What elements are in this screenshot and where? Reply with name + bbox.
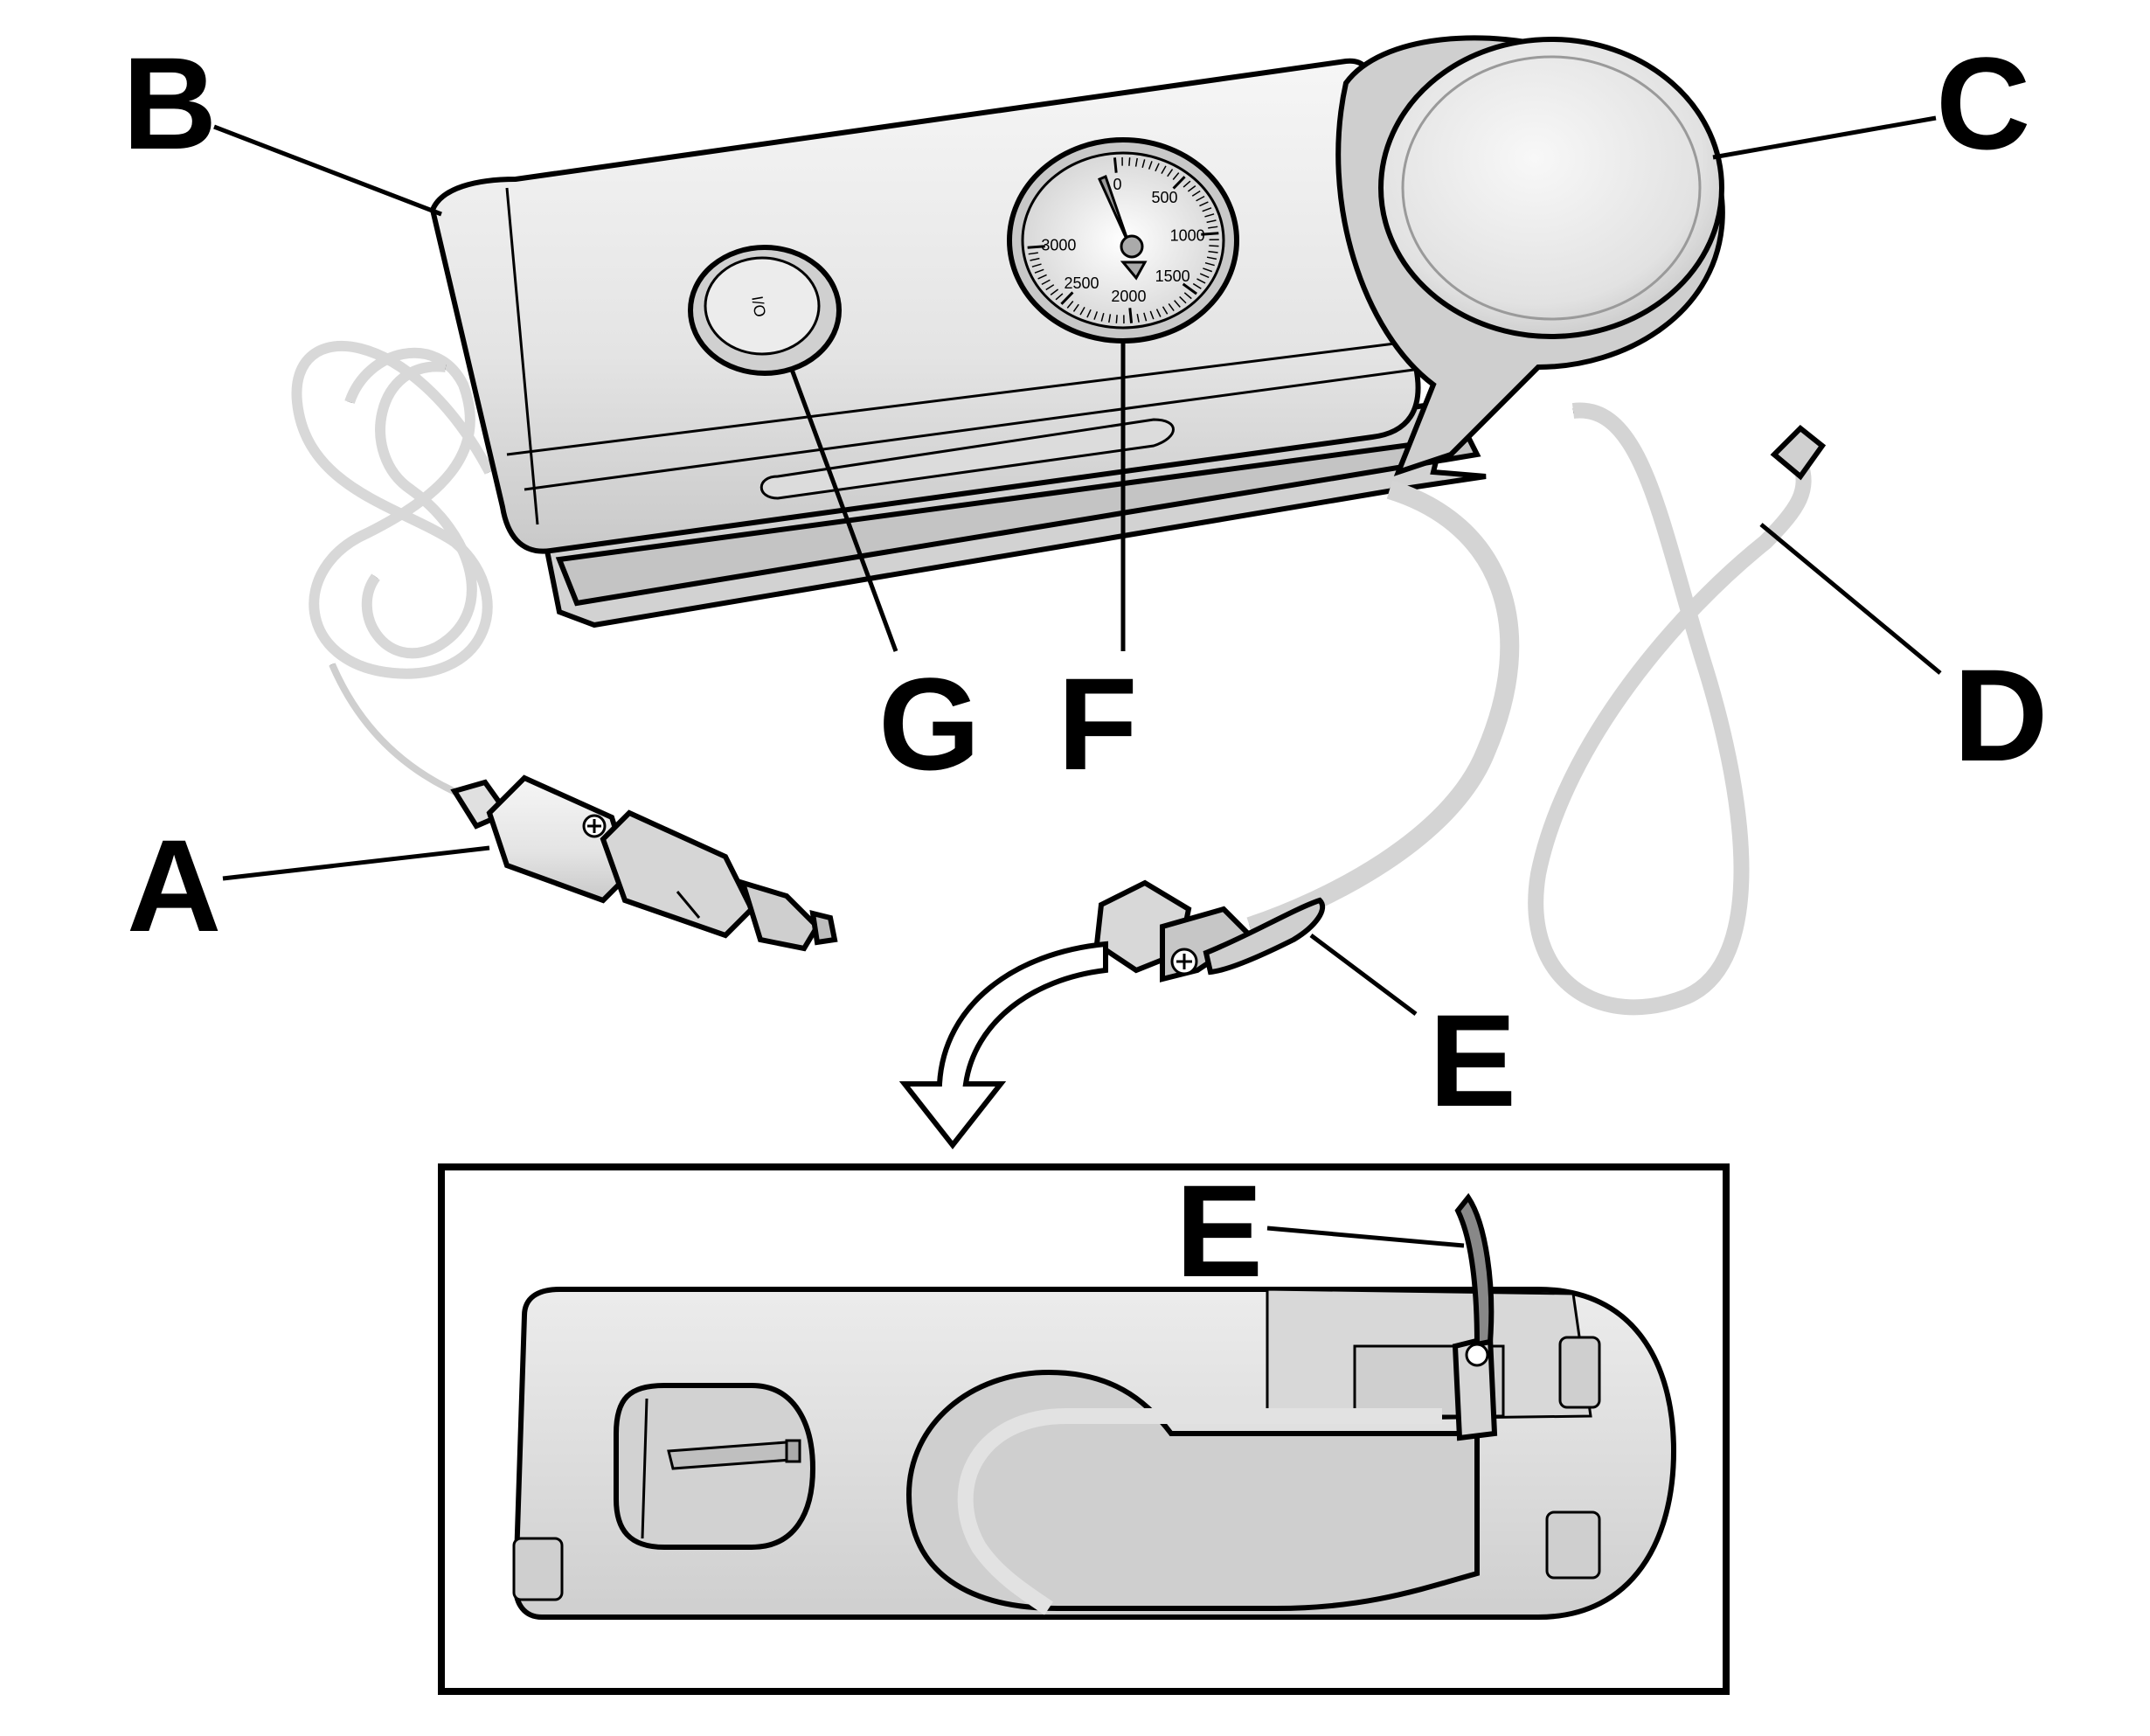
callout-f: F	[1058, 650, 1138, 797]
lighter-plug	[450, 774, 838, 952]
gauge-tick	[1079, 307, 1085, 316]
gauge-tick	[1206, 256, 1217, 260]
gauge-tick	[1183, 292, 1192, 300]
callout-e-inset: E	[1176, 1157, 1263, 1304]
leader-a	[222, 845, 490, 881]
gauge-tick-label: 500	[1151, 189, 1177, 206]
gauge-tick	[1037, 274, 1047, 280]
switch-label: I/O	[748, 295, 769, 318]
gauge-tick	[1155, 163, 1160, 172]
callout-e: E	[1429, 987, 1516, 1134]
leader-d	[1759, 523, 1942, 675]
gauge-tick	[1201, 232, 1219, 236]
leader-e-inset	[1266, 1226, 1465, 1248]
gauge-tick	[1209, 245, 1219, 247]
gauge-tick-label: 1500	[1155, 267, 1190, 285]
air-hose	[1246, 480, 1520, 936]
leader-c	[1712, 115, 1937, 160]
gauge-tick	[1134, 157, 1138, 167]
gauge-tick	[1187, 185, 1196, 192]
gauge-tick	[1162, 306, 1169, 315]
gauge-tick-label: 3000	[1041, 237, 1076, 254]
valve-chuck	[1093, 879, 1326, 983]
gauge-tick	[1108, 314, 1112, 323]
gauge-tick	[1192, 282, 1202, 289]
callout-g: G	[878, 650, 981, 797]
gauge-tick	[1060, 291, 1074, 305]
gauge-tick	[1030, 257, 1040, 261]
gauge-tick	[1179, 295, 1187, 304]
power-cord	[291, 340, 495, 799]
gauge-tick	[1155, 309, 1162, 317]
gauge-tick	[1128, 157, 1131, 166]
storage-tray-inset	[438, 1163, 1730, 1695]
compressor-body	[429, 58, 1487, 628]
gauge-tick	[1167, 169, 1174, 177]
gauge-tick	[1182, 180, 1191, 188]
gauge-tick	[1196, 195, 1205, 202]
accessory-hose	[1528, 402, 1827, 1016]
gauge-tick	[1172, 176, 1186, 190]
gauge-tick	[1100, 312, 1105, 322]
pressure-gauge: 0 500 1000 1500 2000 2500 3000	[1007, 137, 1239, 344]
gauge-tick	[1174, 300, 1181, 308]
gauge-tick	[1136, 314, 1140, 323]
gauge-tick	[1202, 207, 1212, 212]
gauge-scale: 0 500 1000 1500 2000 2500 3000	[1027, 156, 1219, 324]
callout-c: C	[1936, 30, 2030, 177]
gauge-tick-label: 1000	[1170, 226, 1205, 244]
callout-b: B	[122, 30, 217, 177]
gauge-tick	[1204, 213, 1215, 218]
gauge-needle	[1098, 174, 1131, 246]
gauge-tick	[1208, 250, 1218, 253]
gauge-tick	[1204, 261, 1215, 267]
gauge-tick	[1041, 279, 1051, 286]
gauge-tick	[1045, 284, 1055, 291]
gauge-tick	[1115, 315, 1118, 323]
gauge-tick	[1093, 311, 1099, 320]
gauge-tick	[1196, 278, 1206, 284]
leader-b	[213, 124, 442, 217]
gauge-tick	[1199, 201, 1209, 207]
callout-labels: B C D A E F G E	[122, 30, 2048, 1304]
inset-arrow	[898, 941, 1108, 1149]
gauge-tick	[1141, 159, 1146, 169]
gauge-tick	[1208, 226, 1218, 229]
gauge-tick	[1172, 172, 1180, 180]
gauge-tick	[1203, 267, 1213, 273]
gauge-tick	[1031, 263, 1042, 267]
gauge-tick	[1161, 165, 1167, 174]
gauge-tick	[1113, 157, 1118, 173]
gauge-tick	[1148, 161, 1153, 170]
gauge-tick	[1128, 308, 1134, 323]
gauge-tick	[1199, 273, 1210, 279]
gauge-tick	[1191, 190, 1201, 197]
gauge-tick-label: 0	[1113, 176, 1122, 193]
gauge-tick	[1206, 219, 1217, 224]
gauge-tick-label: 2500	[1064, 274, 1099, 292]
gauge-tick	[1072, 303, 1079, 312]
motor-dome	[1335, 35, 1725, 476]
gauge-tick	[1034, 268, 1044, 274]
gauge-tick	[1066, 301, 1074, 309]
leader-g	[788, 366, 898, 652]
gauge-tick	[1149, 310, 1155, 320]
callout-a: A	[127, 812, 221, 959]
gauge-tick	[1055, 293, 1064, 301]
gauge-tick	[1182, 282, 1197, 295]
gauge-tick	[1050, 288, 1059, 295]
leader-lines	[213, 115, 1942, 1248]
gauge-tick	[1027, 245, 1045, 249]
leader-e	[1309, 934, 1418, 1016]
gauge-tick	[1168, 302, 1175, 312]
gauge-tick	[1086, 309, 1092, 318]
gauge-tick	[1143, 312, 1148, 322]
gauge-tick	[1028, 252, 1038, 255]
callout-d: D	[1953, 642, 2048, 788]
gauge-tick-label: 2000	[1111, 288, 1146, 305]
power-switch[interactable]: I/O	[688, 245, 842, 376]
